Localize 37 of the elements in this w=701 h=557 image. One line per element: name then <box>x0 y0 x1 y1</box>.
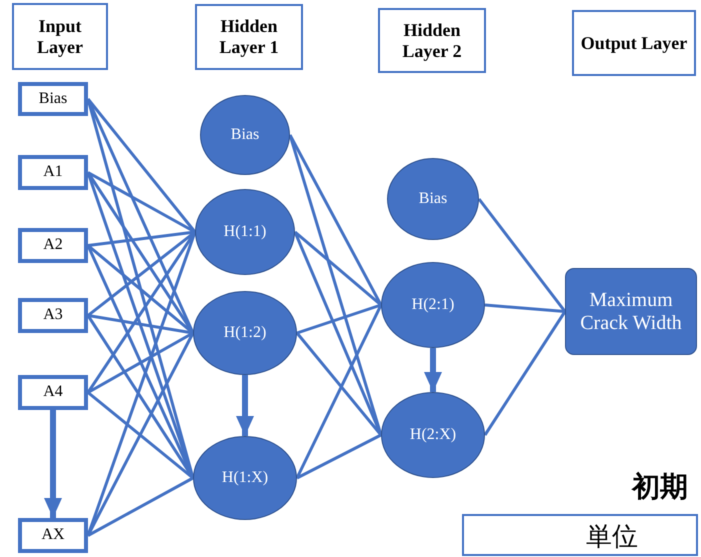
input-node-box: A4 <box>18 375 88 410</box>
arrow <box>236 375 254 436</box>
layer-heading-box: Input Layer <box>12 3 108 70</box>
connection-line <box>296 304 382 334</box>
neuron-circle: H(1:2) <box>193 291 297 375</box>
input-node-box: A1 <box>18 155 88 190</box>
arrow <box>424 348 442 392</box>
connection-line <box>296 434 382 480</box>
layer-heading-box: Hidden Layer 2 <box>378 8 486 73</box>
neuron-circle: H(1:X) <box>193 436 297 520</box>
output-node-box: Maximum Crack Width <box>565 268 697 355</box>
connection-line <box>87 476 194 537</box>
connection-line <box>88 230 196 247</box>
layer-heading-box: Output Layer <box>572 10 696 76</box>
connection-line <box>288 134 382 306</box>
table-box: 単位 <box>462 514 698 556</box>
arrow <box>44 410 62 518</box>
connection-line <box>86 98 196 233</box>
neuron-circle: Bias <box>387 158 479 240</box>
input-node-box: Bias <box>18 82 88 116</box>
connection-line <box>296 304 382 479</box>
caption-text: 初期 <box>632 470 688 505</box>
neuron-circle: H(2:1) <box>381 262 485 348</box>
connection-line <box>87 391 194 480</box>
layer-heading-box: Hidden Layer 1 <box>195 4 303 70</box>
connection-line <box>294 230 382 306</box>
input-node-box: A2 <box>18 228 88 263</box>
neuron-circle: H(2:X) <box>381 392 485 478</box>
input-node-box: A3 <box>18 298 88 333</box>
neuron-circle: H(1:1) <box>195 189 295 275</box>
connection-line <box>478 198 566 312</box>
connection-line <box>88 314 194 334</box>
connection-line <box>484 304 566 313</box>
connection-line <box>87 332 194 394</box>
connection-line <box>484 310 566 436</box>
input-node-box: AX <box>18 518 88 553</box>
neuron-circle: Bias <box>200 95 290 175</box>
